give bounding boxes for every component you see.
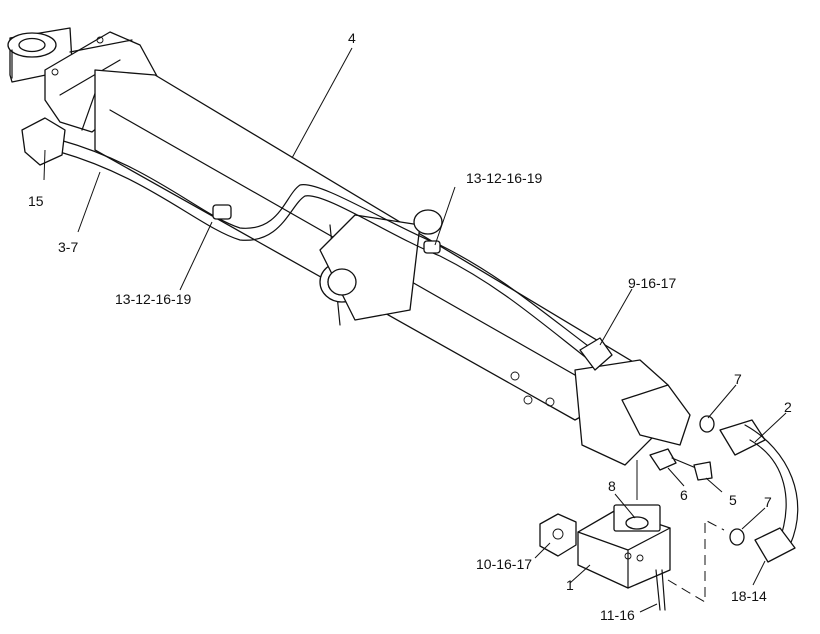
callout-7-lower: 7 [764,494,772,510]
trunnion [319,209,443,321]
leader-lines [43,47,787,613]
rear-block [510,359,691,466]
valve-block [577,504,671,589]
head-flange-fitting [21,117,66,166]
o-ring-lower [729,528,745,546]
callout-7-upper: 7 [734,371,742,387]
fittings-5-6 [649,448,713,481]
tube-assembly [59,139,613,371]
bolt [655,569,666,611]
callout-18-14: 18-14 [731,588,767,604]
callout-2: 2 [784,399,792,415]
callout-9-16-17: 9-16-17 [628,275,677,291]
tube-2 [719,419,799,563]
routing-line [667,519,725,603]
callout-10-16-17: 10-16-17 [476,556,533,572]
o-ring-upper [699,415,715,433]
side-flange [539,513,577,557]
callout-13-12-16-19-upper: 13-12-16-19 [466,170,543,186]
callout-6: 6 [680,487,688,503]
callout-11-16: 11-16 [600,607,635,623]
callout-5: 5 [729,492,737,508]
callout-4: 4 [348,30,356,46]
callout-8: 8 [608,478,616,494]
callout-15: 15 [28,193,44,209]
callout-1: 1 [566,577,574,593]
callout-3-7: 3-7 [58,239,79,255]
callout-13-12-16-19-lower: 13-12-16-19 [115,291,192,307]
